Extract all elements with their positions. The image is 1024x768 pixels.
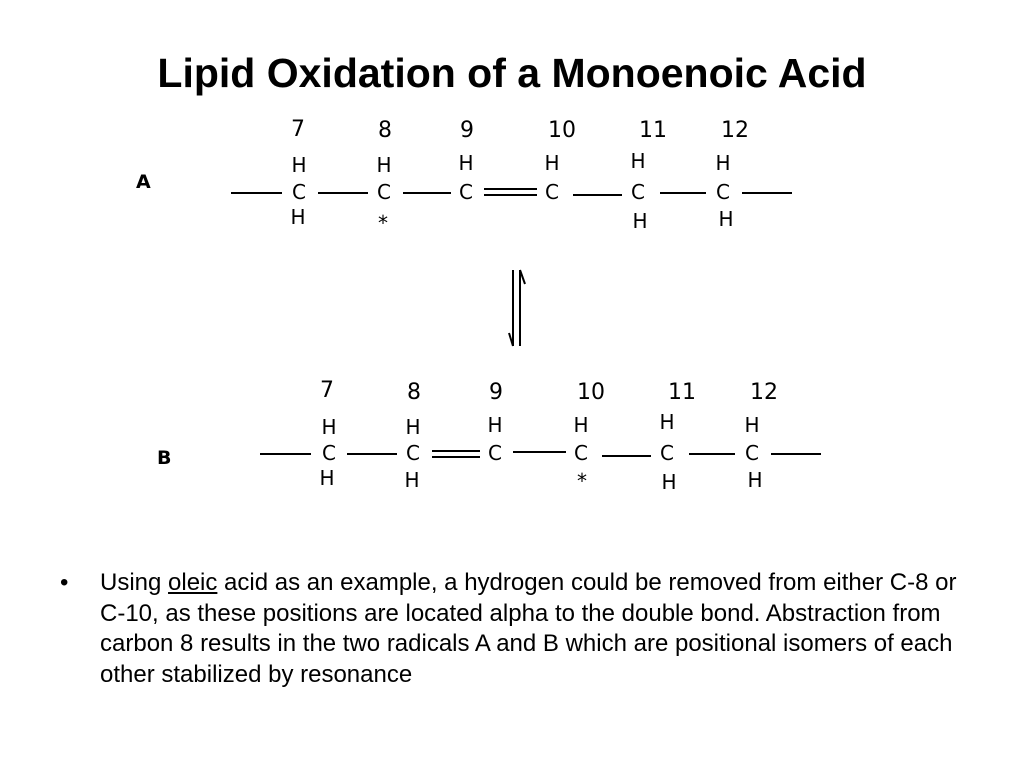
carbon-number: 12 xyxy=(721,118,749,143)
hydrogen-atom: H xyxy=(487,413,502,437)
structure-a-label: A xyxy=(136,171,151,193)
structure-b-label: B xyxy=(157,447,171,469)
hydrogen-atom: H xyxy=(661,470,676,494)
oleic-link[interactable]: oleic xyxy=(168,569,218,596)
resonance-arrows xyxy=(508,269,526,347)
arrow-head-down xyxy=(508,332,514,347)
carbon-number: 8 xyxy=(407,380,421,405)
hydrogen-atom: H xyxy=(573,413,588,437)
hydrogen-atom: H xyxy=(321,415,336,439)
carbon-number: 7 xyxy=(320,378,334,403)
hydrogen-atom: H xyxy=(744,413,759,437)
carbon-number: 11 xyxy=(639,118,667,143)
hydrogen-atom: H xyxy=(630,149,645,173)
hydrogen-atom: H xyxy=(291,153,306,177)
hydrogen-atom: H xyxy=(544,151,559,175)
carbon-number: 12 xyxy=(750,380,778,405)
carbon-atom: C xyxy=(745,441,759,465)
carbon-atom: C xyxy=(377,180,391,204)
carbon-atom: C xyxy=(660,441,674,465)
hydrogen-atom: H xyxy=(747,468,762,492)
bullet-point: • Using oleic acid as an example, a hydr… xyxy=(60,568,980,690)
carbon-atom: C xyxy=(406,441,420,465)
carbon-atom: C xyxy=(292,180,306,204)
carbon-atom: C xyxy=(574,441,588,465)
bullet-marker: • xyxy=(60,569,69,596)
radical-asterisk: * xyxy=(378,211,388,235)
bullet-text: Using oleic acid as an example, a hydrog… xyxy=(100,568,980,690)
carbon-number: 9 xyxy=(489,380,503,405)
hydrogen-atom: H xyxy=(405,415,420,439)
hydrogen-atom: H xyxy=(290,205,305,229)
radical-asterisk: * xyxy=(577,469,587,493)
hydrogen-atom: H xyxy=(376,153,391,177)
hydrogen-atom: H xyxy=(404,468,419,492)
hydrogen-atom: H xyxy=(659,410,674,434)
hydrogen-atom: H xyxy=(458,151,473,175)
arrow-head-up xyxy=(519,269,526,285)
carbon-number: 9 xyxy=(460,118,474,143)
carbon-atom: C xyxy=(631,180,645,204)
carbon-number: 7 xyxy=(291,117,305,142)
carbon-number: 8 xyxy=(378,118,392,143)
carbon-atom: C xyxy=(545,180,559,204)
structure-a: A 7 8 9 10 11 12 H H H H H H C C C C C C… xyxy=(136,117,792,235)
hydrogen-atom: H xyxy=(632,209,647,233)
structure-b: B 7 8 9 10 11 12 H H H H H H C C C C C C… xyxy=(157,378,821,494)
carbon-number: 10 xyxy=(577,380,605,405)
carbon-atom: C xyxy=(488,441,502,465)
bullet-text-after: acid as an example, a hydrogen could be … xyxy=(100,569,957,688)
carbon-atom: C xyxy=(322,441,336,465)
hydrogen-atom: H xyxy=(319,466,334,490)
carbon-number: 10 xyxy=(548,118,576,143)
hydrogen-atom: H xyxy=(715,151,730,175)
hydrogen-atom: H xyxy=(718,207,733,231)
carbon-number: 11 xyxy=(668,380,696,405)
carbon-atom: C xyxy=(459,180,473,204)
carbon-atom: C xyxy=(716,180,730,204)
slide-title: Lipid Oxidation of a Monoenoic Acid xyxy=(157,50,867,96)
bullet-text-before: Using xyxy=(100,569,169,596)
